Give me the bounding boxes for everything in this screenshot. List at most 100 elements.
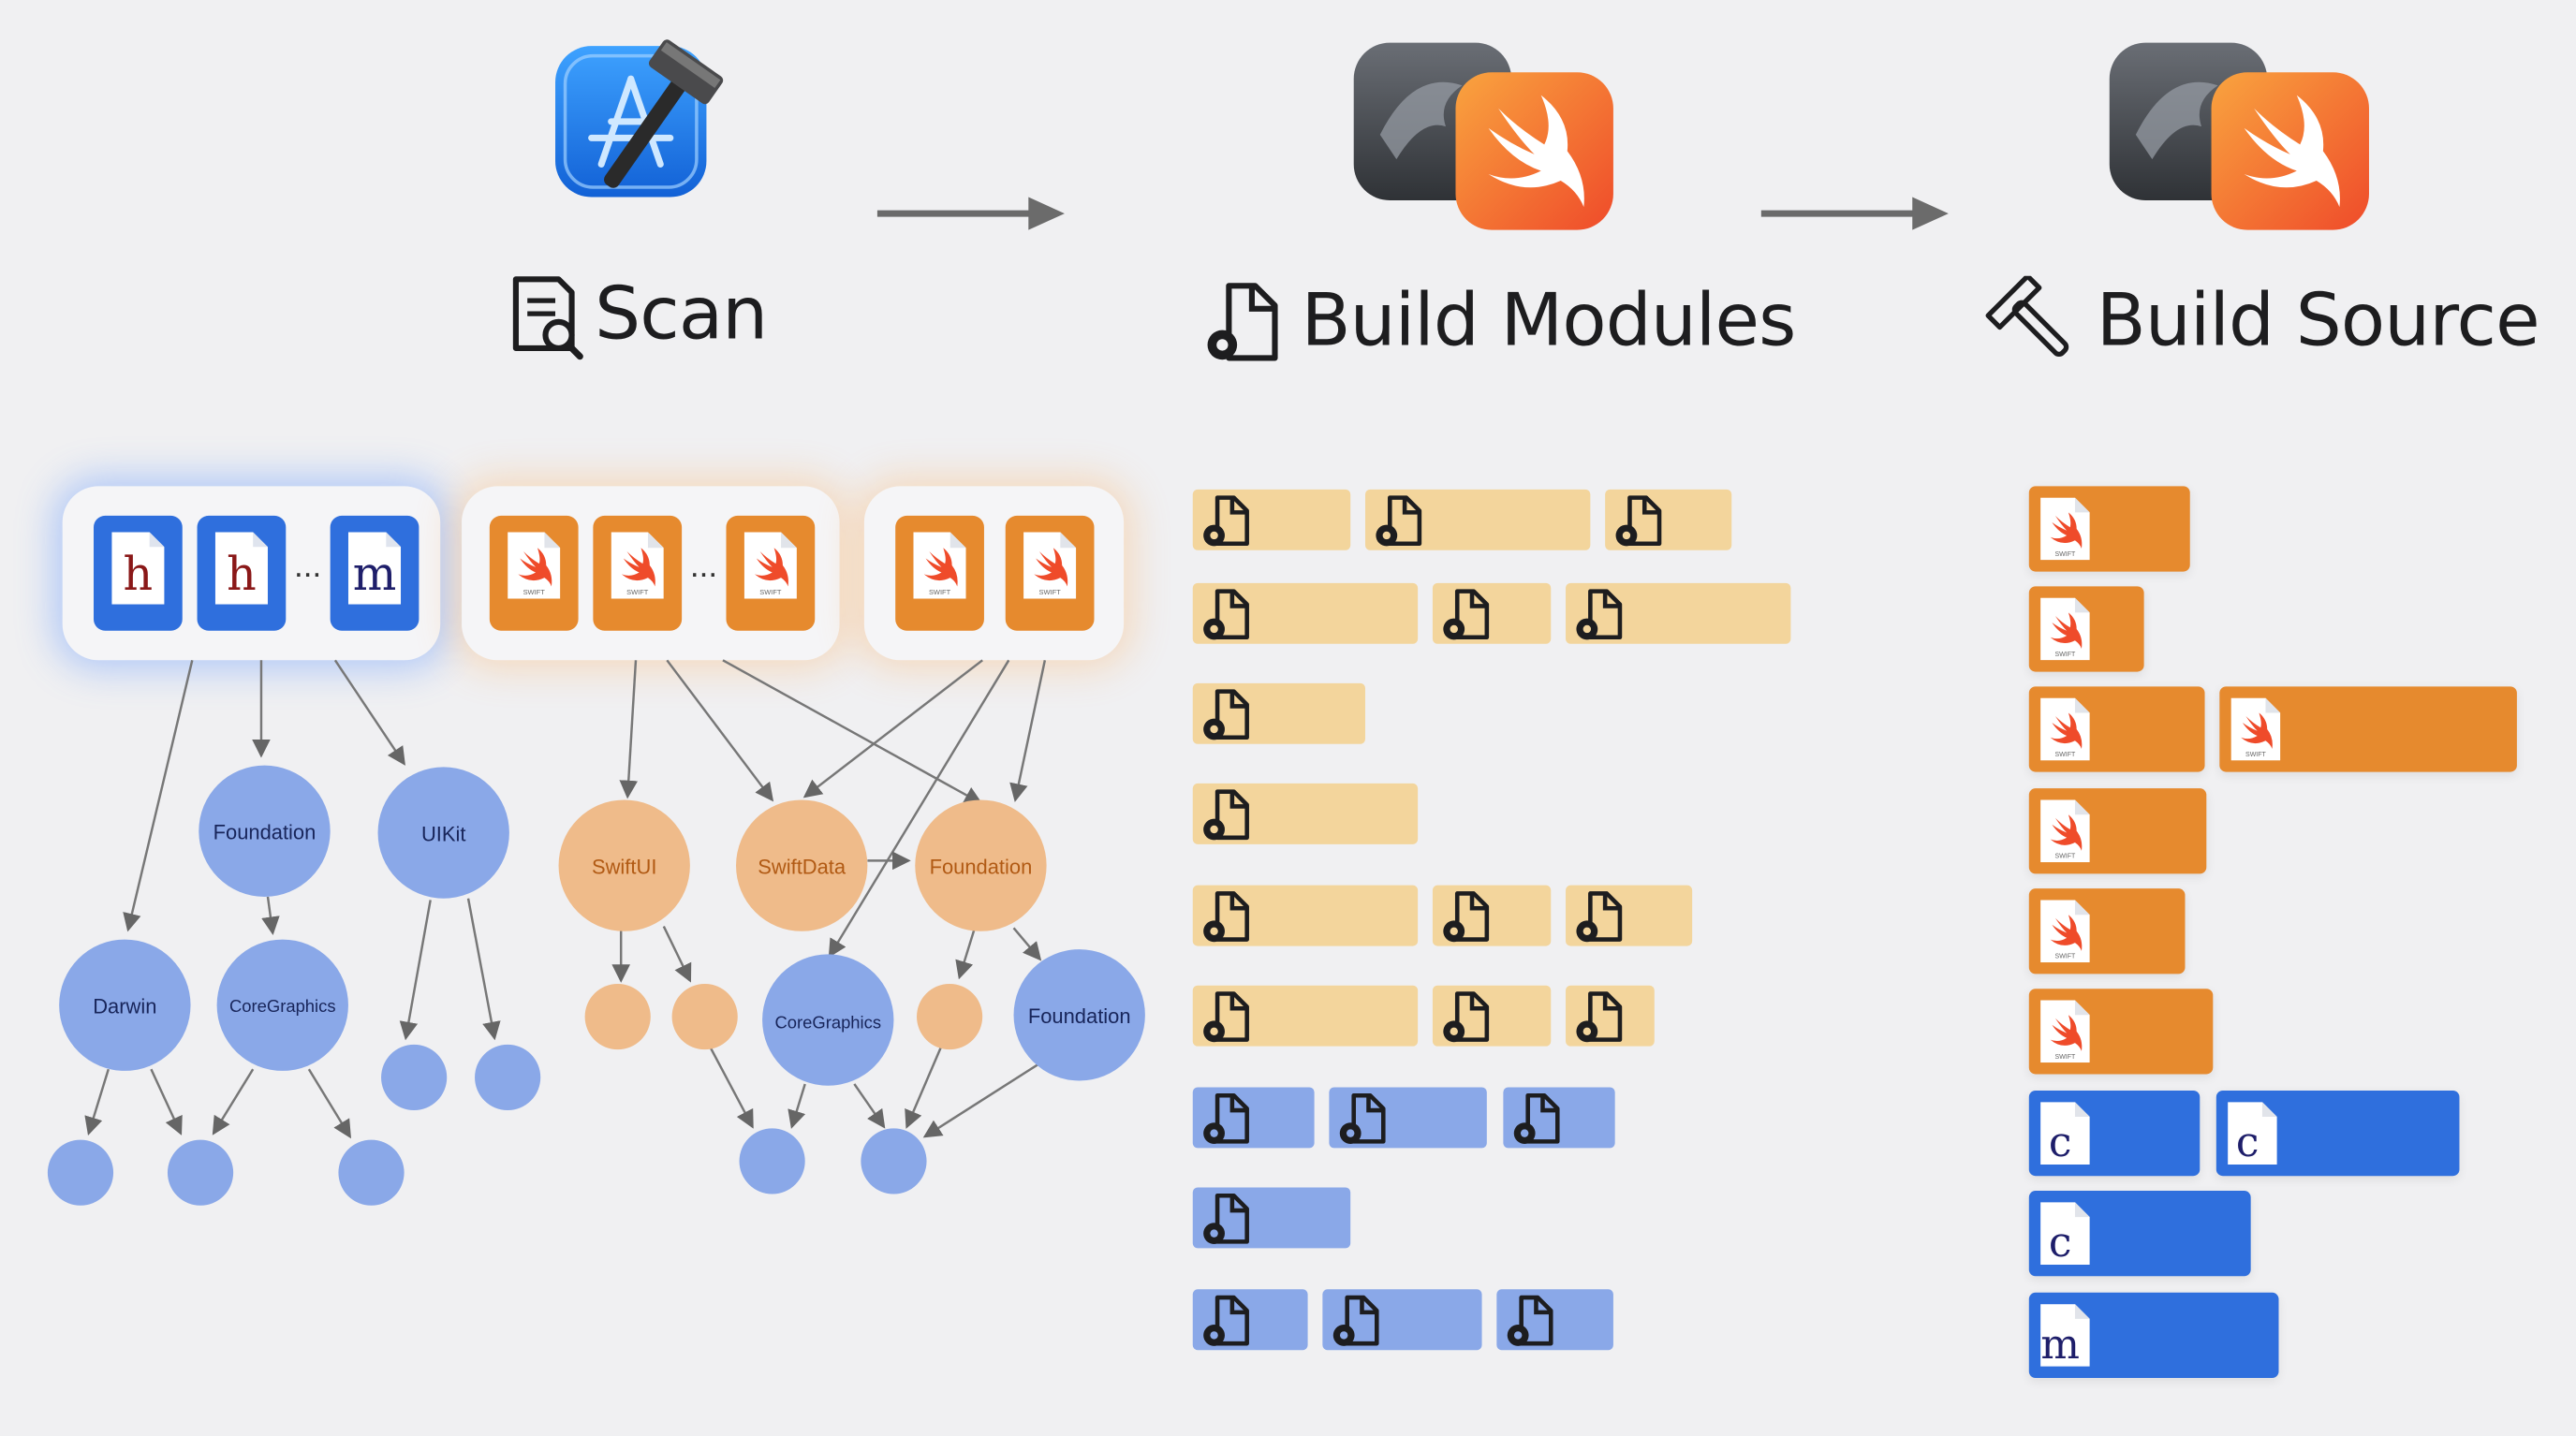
module-file-icon bbox=[1200, 1292, 1252, 1348]
clang-module-bar-21 bbox=[1496, 1289, 1613, 1351]
swift-doc-icon: SWIFT bbox=[1023, 532, 1077, 604]
clang-module-bar-16 bbox=[1329, 1087, 1487, 1149]
module-file-icon bbox=[1200, 1190, 1252, 1246]
node-coregraphics-swift: CoreGraphics bbox=[774, 1012, 881, 1032]
swift-doc-icon: SWIFT bbox=[2040, 597, 2090, 661]
swift-module-bar-2 bbox=[1364, 489, 1591, 550]
source-doc-icon: c bbox=[2040, 1102, 2090, 1165]
svg-text:SWIFT: SWIFT bbox=[2055, 854, 2076, 860]
swift-source-bar-4: SWIFT bbox=[2219, 686, 2517, 772]
ellipsis: ... bbox=[294, 549, 322, 585]
source-doc-icon: m bbox=[2040, 1304, 2090, 1367]
swift-module-bar-4 bbox=[1192, 582, 1419, 644]
swift-module-bar-8 bbox=[1192, 783, 1419, 844]
hammer-icon bbox=[1985, 275, 2069, 358]
ellipsis-2: ... bbox=[689, 549, 718, 585]
swift-doc-icon: SWIFT bbox=[2230, 697, 2281, 761]
node-swiftdata: SwiftData bbox=[758, 855, 846, 878]
module-file-icon bbox=[1439, 585, 1492, 641]
module-file-icon bbox=[1439, 887, 1492, 944]
swift-module-bar-7 bbox=[1192, 682, 1365, 744]
module-file-icon bbox=[1335, 1090, 1388, 1146]
swift-doc-icon: SWIFT bbox=[743, 532, 797, 604]
swift-source-bar-2: SWIFT bbox=[2028, 586, 2144, 672]
objc-headers-card: h h ... m bbox=[62, 486, 441, 661]
source-letter: c bbox=[2235, 1118, 2260, 1166]
c-source-bar-10: c bbox=[2028, 1191, 2251, 1277]
swift-doc-icon: SWIFT bbox=[2040, 497, 2090, 561]
arrow-icon-2 bbox=[1760, 197, 1949, 230]
svg-text:SWIFT: SWIFT bbox=[2055, 1054, 2076, 1061]
svg-text:SWIFT: SWIFT bbox=[2245, 752, 2266, 758]
node-foundation-swift: Foundation bbox=[930, 855, 1033, 878]
swift-files-card-2: SWIFT SWIFT bbox=[863, 486, 1125, 661]
source-file-m: m bbox=[330, 515, 420, 631]
swift-module-bar-14 bbox=[1566, 985, 1655, 1047]
clang-module-bar-20 bbox=[1322, 1289, 1482, 1351]
clang-swift-icon bbox=[1353, 42, 1613, 230]
module-file-icon bbox=[1200, 786, 1252, 843]
c-source-bar-9: c bbox=[2215, 1090, 2460, 1177]
xcode-icon bbox=[555, 39, 724, 198]
module-file-icon bbox=[1612, 491, 1664, 548]
swift-doc-icon: SWIFT bbox=[2040, 900, 2090, 963]
node-swiftui: SwiftUI bbox=[592, 855, 656, 878]
header-file-h-1: h bbox=[94, 515, 183, 631]
swift-module-bar-10 bbox=[1432, 885, 1552, 946]
arrow-icon bbox=[876, 197, 1065, 230]
build-source-title: Build Source bbox=[2096, 279, 2540, 363]
c-source-bar-11: m bbox=[2028, 1292, 2279, 1379]
module-file-icon bbox=[1372, 491, 1424, 548]
swift-module-bar-9 bbox=[1192, 885, 1419, 946]
source-doc-icon: c bbox=[2040, 1202, 2090, 1265]
svg-text:SWIFT: SWIFT bbox=[1038, 588, 1061, 596]
module-file-icon bbox=[1200, 686, 1252, 742]
clang-module-bar-18 bbox=[1192, 1187, 1351, 1249]
clang-module-bar-19 bbox=[1192, 1289, 1308, 1351]
build-modules-title: Build Modules bbox=[1301, 279, 1797, 363]
swift-file-4: SWIFT bbox=[895, 515, 984, 631]
svg-text:SWIFT: SWIFT bbox=[759, 588, 782, 596]
swift-doc-icon: SWIFT bbox=[2040, 799, 2090, 863]
source-letter: c bbox=[2048, 1118, 2072, 1166]
swift-doc-icon: SWIFT bbox=[2040, 1000, 2090, 1063]
source-doc-icon: c bbox=[2228, 1102, 2277, 1165]
module-file-icon bbox=[1200, 988, 1252, 1044]
document-search-icon bbox=[512, 276, 583, 360]
swift-file-3: SWIFT bbox=[726, 515, 816, 631]
clang-module-bar-15 bbox=[1192, 1087, 1315, 1149]
svg-text:SWIFT: SWIFT bbox=[2055, 551, 2076, 558]
svg-text:SWIFT: SWIFT bbox=[523, 588, 546, 596]
swift-doc-icon: SWIFT bbox=[913, 532, 966, 604]
module-file-icon bbox=[1572, 988, 1625, 1044]
header-file-h-2: h bbox=[197, 515, 287, 631]
swift-source-bar-3: SWIFT bbox=[2028, 686, 2205, 772]
c-source-bar-8: c bbox=[2028, 1090, 2201, 1177]
module-file-icon bbox=[1200, 491, 1252, 548]
node-darwin: Darwin bbox=[93, 995, 156, 1018]
swift-source-bar-5: SWIFT bbox=[2028, 788, 2207, 874]
module-file-icon bbox=[1509, 1090, 1562, 1146]
swift-file-5: SWIFT bbox=[1005, 515, 1095, 631]
swift-module-bar-1 bbox=[1192, 489, 1351, 550]
module-file-icon bbox=[1329, 1292, 1381, 1348]
node-coregraphics-objc: CoreGraphics bbox=[229, 996, 336, 1016]
swift-module-bar-12 bbox=[1192, 985, 1419, 1047]
swift-source-bar-7: SWIFT bbox=[2028, 989, 2214, 1075]
dependency-graph: Foundation UIKit Darwin CoreGraphics Cor… bbox=[47, 659, 1145, 1206]
svg-text:SWIFT: SWIFT bbox=[2055, 652, 2076, 658]
swift-doc-icon: SWIFT bbox=[2040, 697, 2090, 761]
swift-doc-icon: SWIFT bbox=[611, 532, 664, 604]
swift-module-bar-6 bbox=[1566, 582, 1791, 644]
swift-source-bar-6: SWIFT bbox=[2028, 888, 2186, 974]
source-letter: m bbox=[2040, 1320, 2080, 1369]
source-letter: c bbox=[2048, 1218, 2072, 1267]
swift-module-bar-5 bbox=[1432, 582, 1552, 644]
swift-source-bar-1: SWIFT bbox=[2028, 486, 2190, 572]
module-file-icon bbox=[1200, 887, 1252, 944]
node-foundation-objc: Foundation bbox=[213, 821, 316, 844]
module-file-icon bbox=[1439, 988, 1492, 1044]
svg-text:SWIFT: SWIFT bbox=[2055, 954, 2076, 960]
swift-doc-icon: SWIFT bbox=[508, 532, 561, 604]
